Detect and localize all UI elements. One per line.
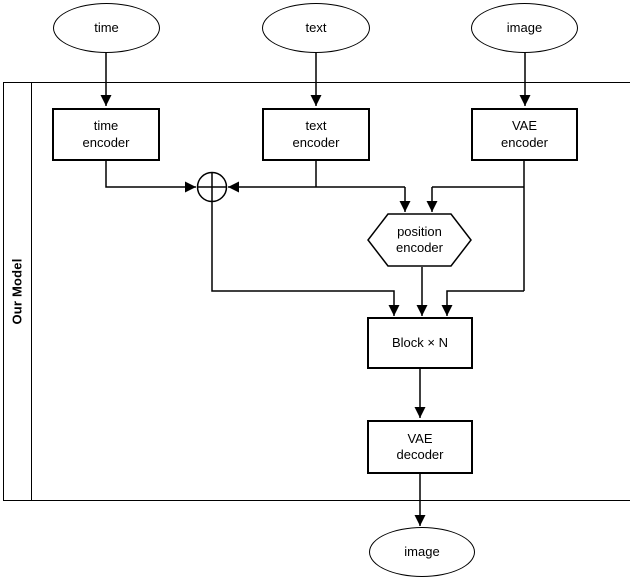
node-image-output: image bbox=[369, 527, 475, 577]
node-label: image bbox=[506, 19, 543, 35]
node-label: text encoder bbox=[292, 118, 340, 150]
node-vae-decoder: VAE decoder bbox=[367, 420, 473, 474]
node-label: time encoder bbox=[82, 118, 130, 150]
node-position-encoder: position encoder bbox=[367, 213, 472, 267]
edge-sum-to-block bbox=[211, 202, 400, 316]
node-time-encoder: time encoder bbox=[52, 108, 160, 161]
node-block-xn: Block × N bbox=[367, 317, 473, 369]
edge-time-encoder-to-sum bbox=[105, 161, 196, 193]
node-text-input: text bbox=[262, 3, 370, 53]
node-label: VAE encoder bbox=[501, 118, 548, 150]
edge-vae-encoder-to-block bbox=[441, 290, 524, 316]
node-label: VAE decoder bbox=[396, 430, 444, 462]
sum-operator-icon bbox=[196, 171, 228, 203]
node-vae-encoder: VAE encoder bbox=[471, 108, 578, 161]
node-label: text bbox=[305, 19, 327, 35]
node-label: image bbox=[404, 543, 440, 559]
hexagon-shape bbox=[367, 213, 472, 267]
node-label: time bbox=[94, 19, 119, 35]
node-image-input: image bbox=[471, 3, 578, 53]
node-time-input: time bbox=[53, 3, 160, 53]
node-text-encoder: text encoder bbox=[262, 108, 370, 161]
node-label: position encoder bbox=[396, 223, 443, 255]
node-label: Block × N bbox=[392, 334, 448, 350]
frame-label-band: Our Model bbox=[4, 83, 32, 500]
